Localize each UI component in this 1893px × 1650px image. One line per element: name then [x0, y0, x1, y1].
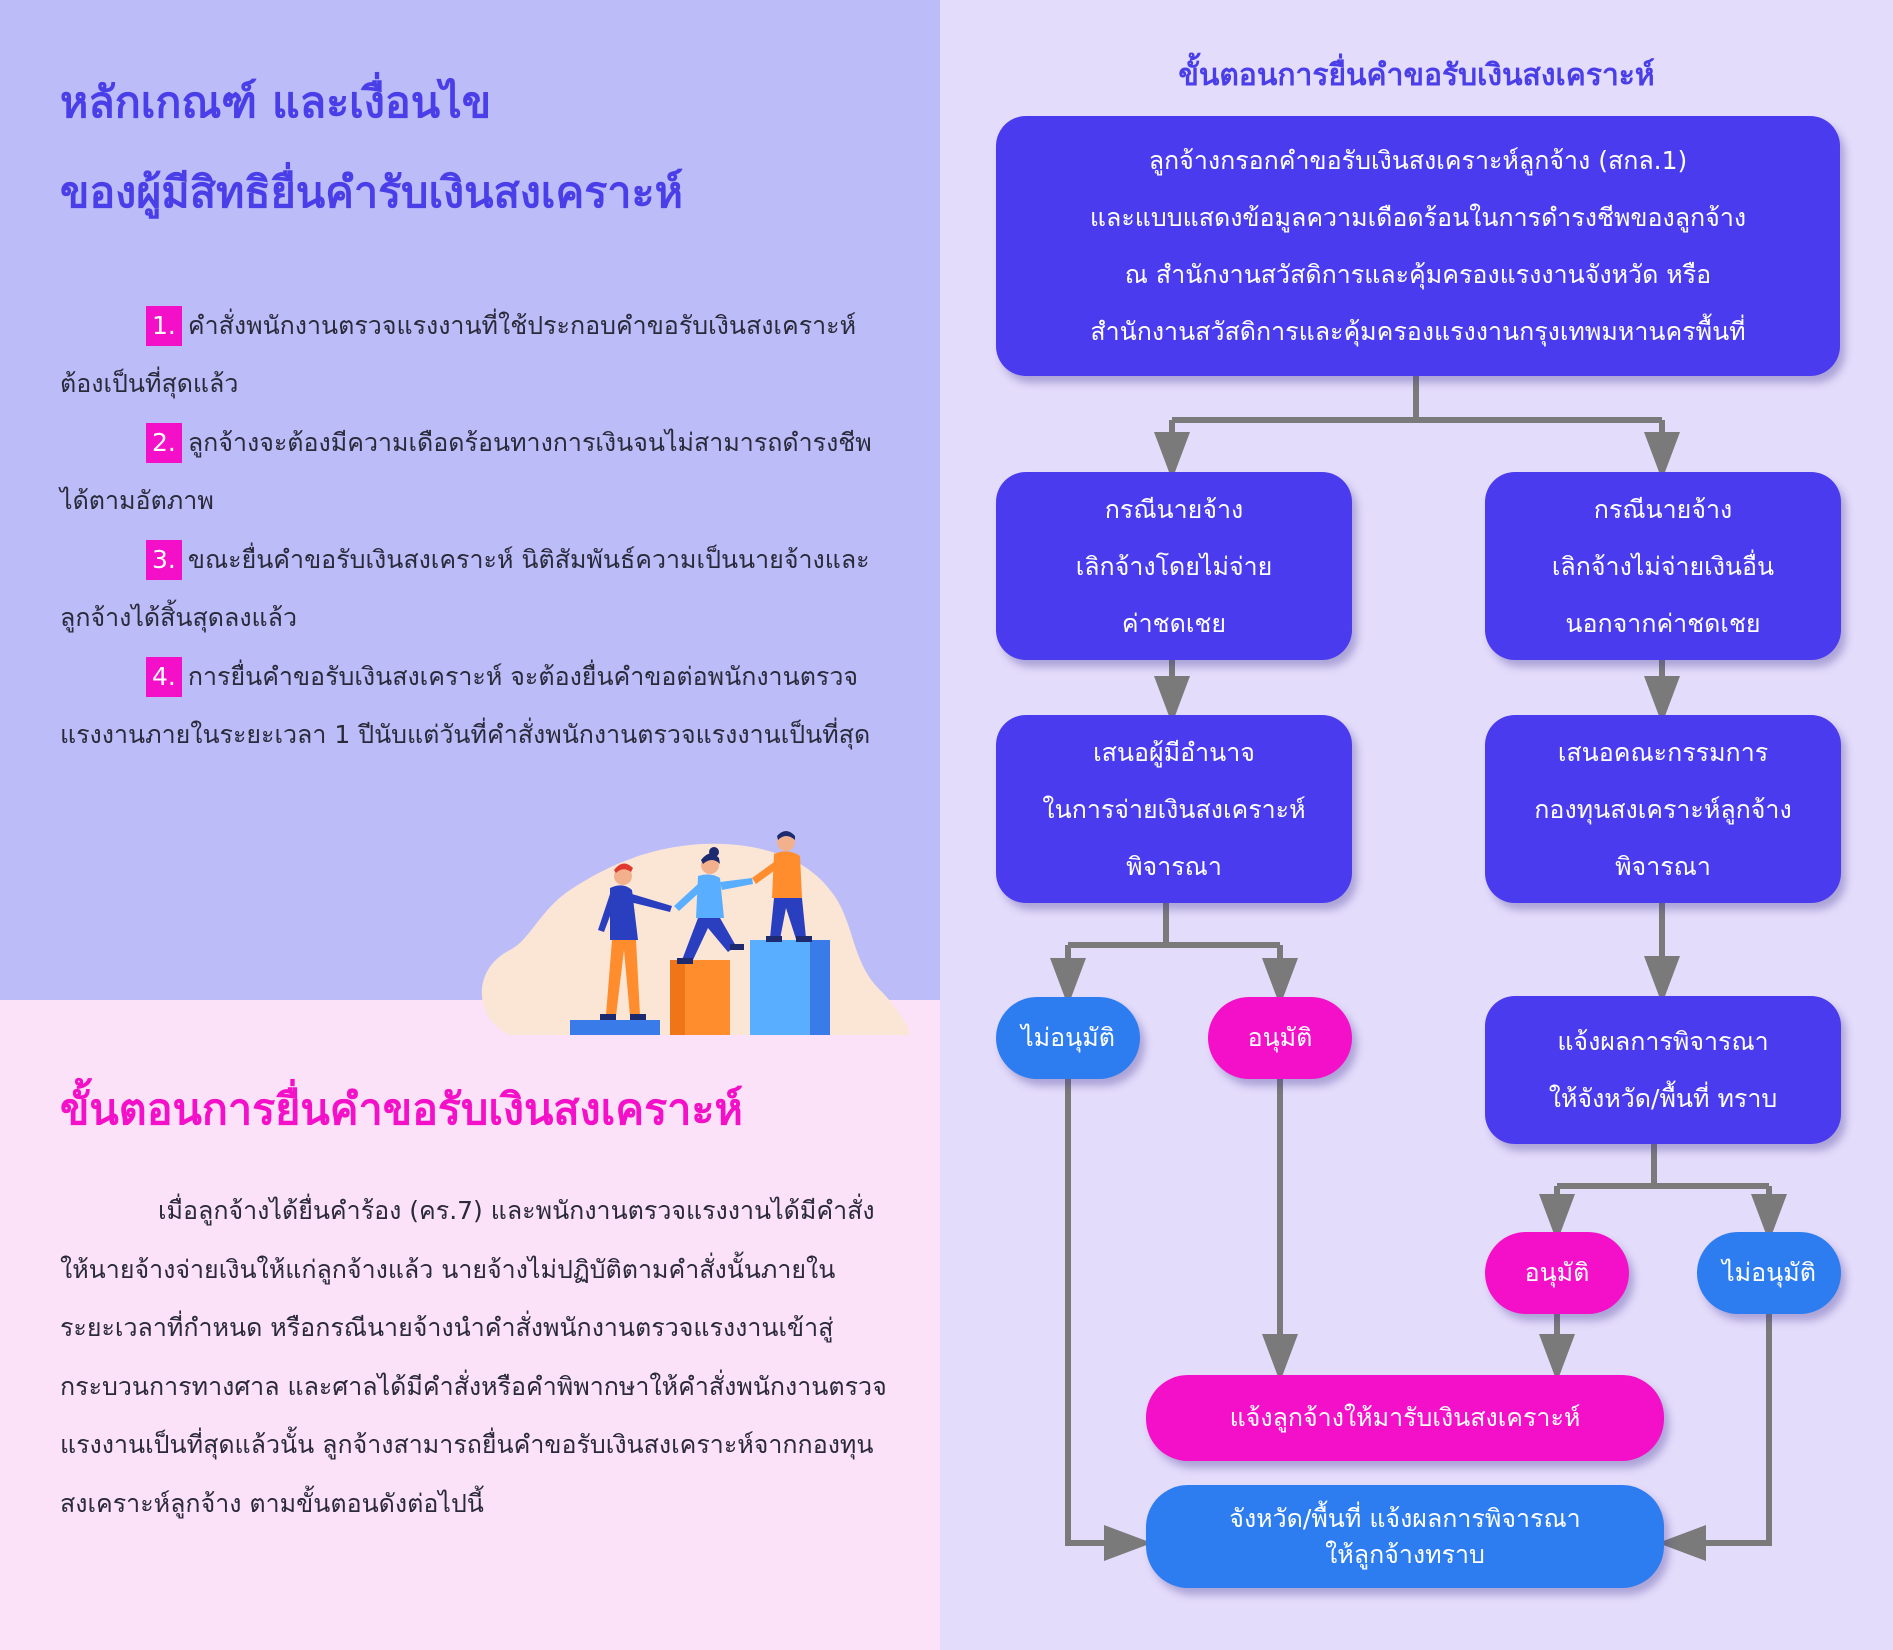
flow-step-line: แจ้งลูกจ้างให้มารับเงินสงเคราะห์ — [1229, 1403, 1581, 1432]
flow-step-line: อนุมัติ — [1524, 1258, 1590, 1287]
criteria-number-badge: 4. — [146, 657, 182, 697]
criteria-text: ลูกจ้างจะต้องมีความเดือดร้อนทางการเงินจน… — [60, 428, 872, 515]
flow-step-line: เลิกจ้างไม่จ่ายเงินอื่น — [1551, 551, 1775, 581]
criteria-item-2: 2.ลูกจ้างจะต้องมีความเดือดร้อนทางการเงิน… — [60, 414, 890, 530]
flow-deny-b: ไม่อนุมัติ — [1697, 1232, 1841, 1314]
flow-step-line: เลิกจ้างโดยไม่จ่าย — [1075, 551, 1273, 581]
flow-notify-result: จังหวัด/พื้นที่ แจ้งผลการพิจารณา ให้ลูกจ… — [1146, 1485, 1664, 1588]
flow-step-line: จังหวัด/พื้นที่ แจ้งผลการพิจารณา — [1229, 1503, 1581, 1533]
flow-step-line: ให้ลูกจ้างทราบ — [1325, 1539, 1485, 1569]
flow-step-line: ค่าชดเชย — [1121, 608, 1227, 638]
flowchart-title: ขั้นตอนการยื่นคำขอรับเงินสงเคราะห์ — [1178, 58, 1655, 93]
flow-step-line: ให้จังหวัด/พื้นที่ ทราบ — [1548, 1084, 1778, 1113]
flow-step-line: ไม่อนุมัติ — [1021, 1023, 1115, 1052]
criteria-item-4: 4.การยื่นคำขอรับเงินสงเคราะห์ จะต้องยื่น… — [60, 648, 890, 764]
procedure-panel — [0, 1000, 940, 1650]
criteria-number-badge: 1. — [146, 306, 182, 346]
criteria-text: ขณะยื่นคำขอรับเงินสงเคราะห์ นิติสัมพันธ์… — [60, 545, 870, 632]
flow-step-line: ในการจ่ายเงินสงเคราะห์ — [1042, 794, 1306, 824]
flow-step-submit-request: ลูกจ้างกรอกคำขอรับเงินสงเคราะห์ลูกจ้าง (… — [996, 116, 1840, 376]
flow-case-other-payment: กรณีนายจ้าง เลิกจ้างไม่จ่ายเงินอื่น นอกจ… — [1485, 472, 1841, 660]
flow-inform-province: แจ้งผลการพิจารณา ให้จังหวัด/พื้นที่ ทราบ — [1485, 996, 1841, 1144]
criteria-title-line1: หลักเกณฑ์ และเงื่อนไข — [60, 78, 492, 128]
flow-step-line: เสนอผู้มีอำนาจ — [1093, 737, 1255, 767]
flow-step-line: พิจารณา — [1615, 851, 1711, 881]
flow-step-line: กรณีนายจ้าง — [1593, 494, 1733, 524]
flow-case-no-severance: กรณีนายจ้าง เลิกจ้างโดยไม่จ่าย ค่าชดเชย — [996, 472, 1352, 660]
flow-approve-b: อนุมัติ — [1485, 1232, 1629, 1314]
flow-step-line: แจ้งผลการพิจารณา — [1557, 1027, 1769, 1056]
criteria-text: คำสั่งพนักงานตรวจแรงงานที่ใช้ประกอบคำขอร… — [60, 311, 857, 398]
flow-step-line: สำนักงานสวัสดิการและคุ้มครองแรงงานกรุงเท… — [1090, 317, 1746, 346]
criteria-title-line2: ของผู้มีสิทธิยื่นคำรับเงินสงเคราะห์ — [60, 168, 683, 218]
flow-step-line: อนุมัติ — [1247, 1023, 1313, 1052]
procedure-body: เมื่อลูกจ้างได้ยื่นคำร้อง (คร.7) และพนัก… — [60, 1196, 887, 1518]
criteria-item-3: 3.ขณะยื่นคำขอรับเงินสงเคราะห์ นิติสัมพัน… — [60, 531, 890, 647]
flow-step-line: กองทุนสงเคราะห์ลูกจ้าง — [1534, 794, 1792, 824]
flow-approve-a: อนุมัติ — [1208, 997, 1352, 1079]
flow-step-line: พิจารณา — [1126, 851, 1222, 881]
flow-step-line: และแบบแสดงข้อมูลความเดือดร้อนในการดำรงชี… — [1089, 203, 1747, 232]
flow-step-line: นอกจากค่าชดเชย — [1565, 608, 1761, 638]
flow-deny-a: ไม่อนุมัติ — [996, 997, 1140, 1079]
criteria-item-1: 1.คำสั่งพนักงานตรวจแรงงานที่ใช้ประกอบคำข… — [60, 297, 890, 413]
criteria-number-badge: 3. — [146, 540, 182, 580]
flow-notify-payment: แจ้งลูกจ้างให้มารับเงินสงเคราะห์ — [1146, 1375, 1664, 1461]
flow-review-authority: เสนอผู้มีอำนาจ ในการจ่ายเงินสงเคราะห์ พิ… — [996, 715, 1352, 903]
flow-step-line: เสนอคณะกรรมการ — [1557, 737, 1769, 767]
criteria-text: การยื่นคำขอรับเงินสงเคราะห์ จะต้องยื่นคำ… — [60, 662, 871, 749]
flow-step-line: ณ สำนักงานสวัสดิการและคุ้มครองแรงงานจังห… — [1124, 260, 1712, 289]
flow-step-line: ไม่อนุมัติ — [1722, 1258, 1816, 1287]
flow-step-line: กรณีนายจ้าง — [1104, 494, 1244, 524]
flow-step-line: ลูกจ้างกรอกคำขอรับเงินสงเคราะห์ลูกจ้าง (… — [1148, 146, 1688, 175]
flow-review-committee: เสนอคณะกรรมการ กองทุนสงเคราะห์ลูกจ้าง พิ… — [1485, 715, 1841, 903]
teamwork-illustration-icon — [481, 831, 910, 1035]
procedure-title: ขั้นตอนการยื่นคำขอรับเงินสงเคราะห์ — [60, 1085, 743, 1135]
criteria-number-badge: 2. — [146, 423, 182, 463]
